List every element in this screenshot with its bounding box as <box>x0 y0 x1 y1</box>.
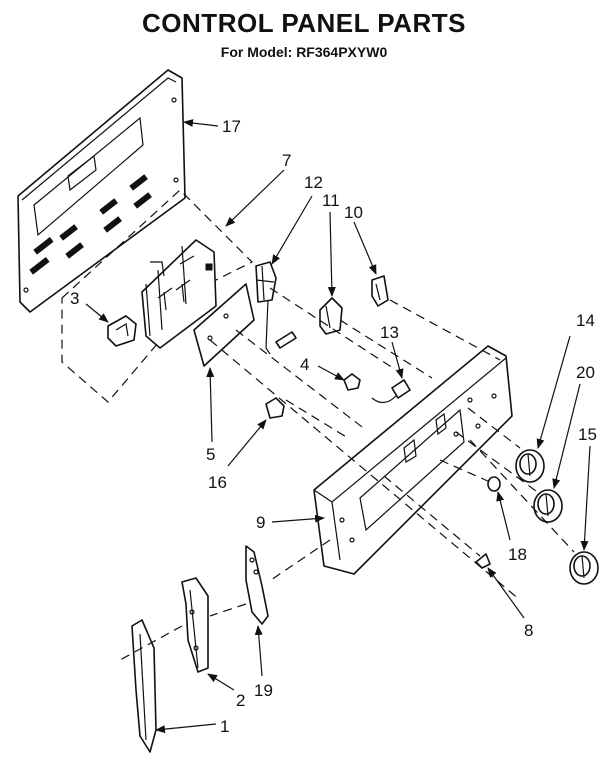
callout-20: 20 <box>576 363 595 382</box>
part-17-rear-panel <box>17 69 186 313</box>
part-8-tab <box>475 553 491 569</box>
callout-18: 18 <box>508 545 527 564</box>
part-16-clip <box>265 397 285 419</box>
part-15-knob <box>569 551 599 585</box>
callout-4: 4 <box>300 355 309 374</box>
part-20-knob <box>533 489 563 523</box>
part-14-knob <box>515 449 545 483</box>
callout-2: 2 <box>236 691 245 710</box>
model-subtitle: For Model: RF364PXYW0 <box>220 44 388 60</box>
callout-5: 5 <box>206 445 215 464</box>
callout-14: 14 <box>576 311 595 330</box>
part-1-end-cap <box>131 619 157 753</box>
callout-16: 16 <box>208 473 227 492</box>
part-5-overlay-plate <box>193 283 255 367</box>
leader-lines <box>85 119 591 734</box>
part-10-bracket <box>371 275 389 307</box>
part-18-pin <box>487 476 501 492</box>
part-13-connector <box>371 379 411 404</box>
callout-8: 8 <box>524 621 533 640</box>
diagram-title: CONTROL PANEL PARTS <box>142 8 466 38</box>
alignment-lines <box>119 287 575 661</box>
part-7-timer-module <box>141 239 217 349</box>
callout-17: 17 <box>222 117 241 136</box>
callout-7: 7 <box>282 151 291 170</box>
callout-19: 19 <box>254 681 273 700</box>
callout-numbers: 17 7 12 11 10 3 13 4 14 20 15 5 16 9 18 … <box>70 117 597 736</box>
callout-13: 13 <box>380 323 399 342</box>
part-4-terminal <box>343 373 361 391</box>
callout-10: 10 <box>344 203 363 222</box>
part-9-control-panel <box>313 345 513 575</box>
part-11-block <box>319 297 343 335</box>
callout-12: 12 <box>304 173 323 192</box>
assembly-7-boundary <box>61 189 254 403</box>
callout-15: 15 <box>578 425 597 444</box>
callout-11: 11 <box>322 191 340 210</box>
part-2-end-bracket <box>181 577 209 673</box>
part-3-clip <box>107 315 137 347</box>
part-19-bracket <box>245 545 269 625</box>
callout-9: 9 <box>256 513 265 532</box>
callout-3: 3 <box>70 289 79 308</box>
part-12-switch <box>255 261 297 355</box>
callout-1: 1 <box>220 717 229 736</box>
